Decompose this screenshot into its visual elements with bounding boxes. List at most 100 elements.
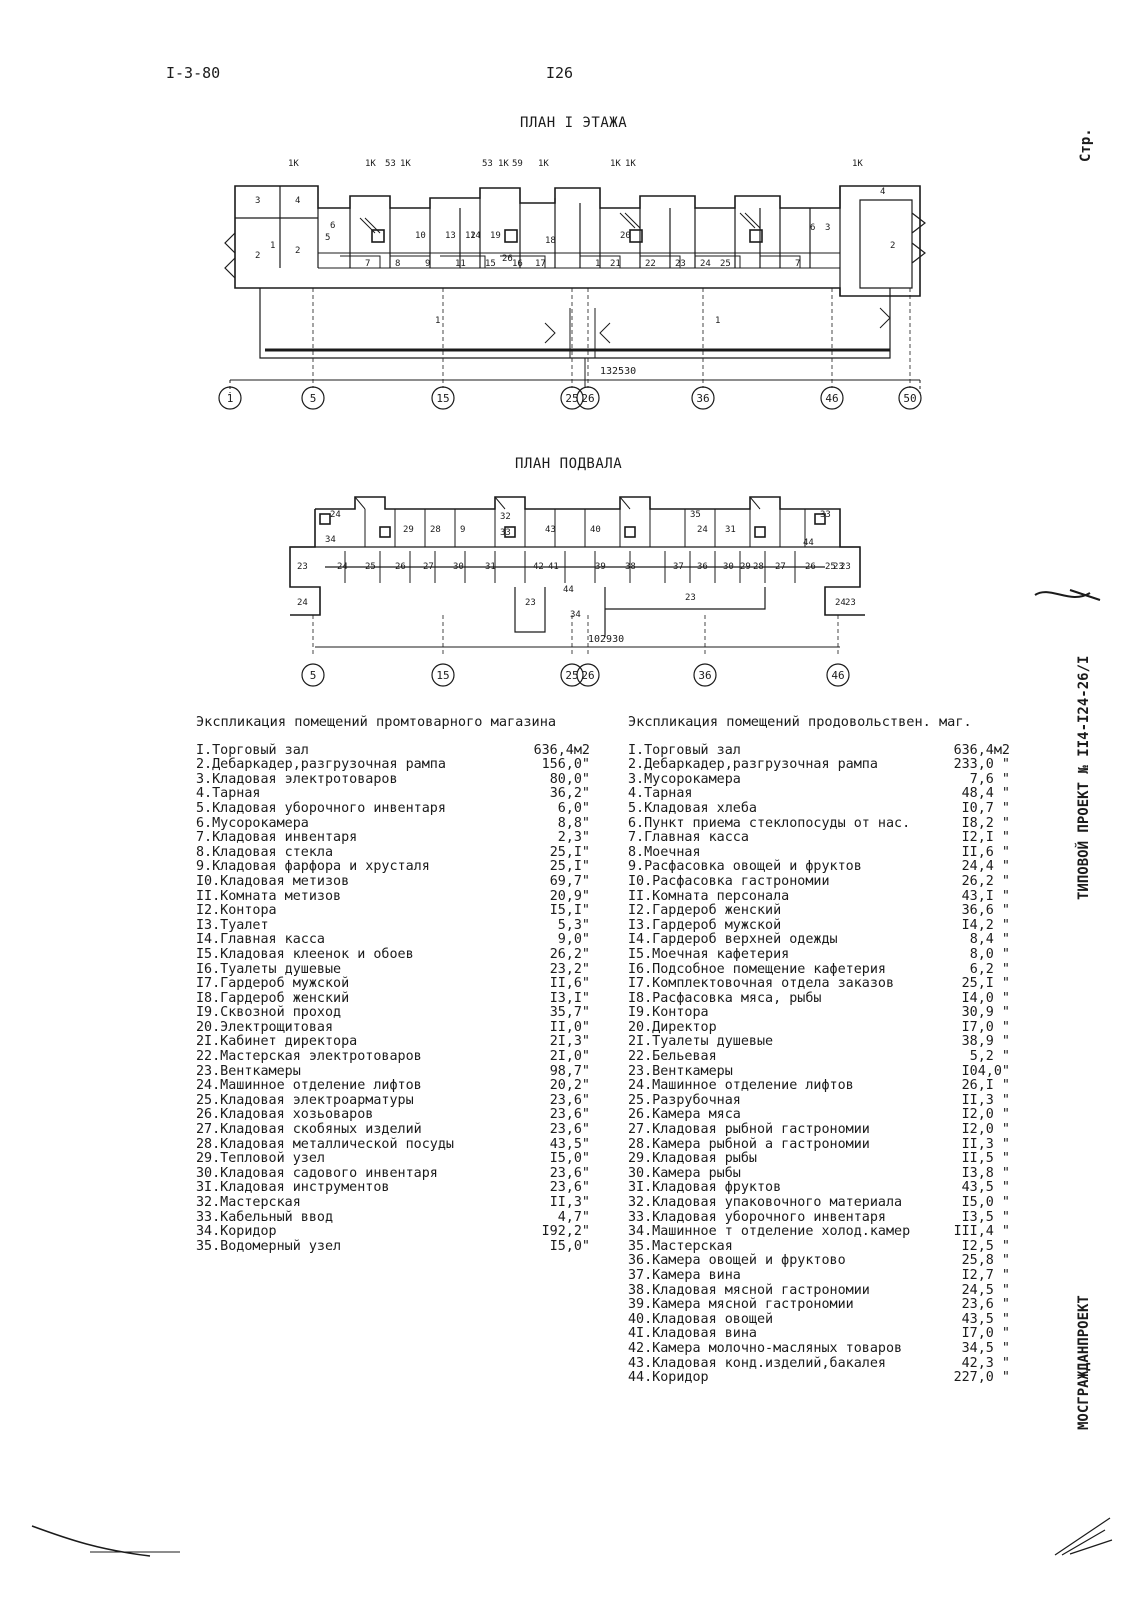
- top-mark: 1К: [400, 159, 411, 169]
- room-area: I3,I": [549, 990, 590, 1006]
- room-name: 23.Венткамеры: [628, 1063, 733, 1079]
- room-area: 23,6": [549, 1180, 590, 1196]
- room-name: 24.Машинное отделение лифтов: [196, 1078, 422, 1094]
- room-name: 36.Камера овощей и фруктово: [628, 1253, 846, 1269]
- room-name: II.Комната метизов: [196, 888, 342, 904]
- room-number: 5: [325, 233, 330, 243]
- table-food-caption: Экспликация помещений продовольствен. ма…: [628, 714, 972, 730]
- room-area: 9,0": [557, 932, 590, 948]
- room-number: 36: [697, 562, 708, 572]
- room-area: II,3": [549, 1195, 590, 1210]
- room-name: 29.Тепловой узел: [196, 1151, 325, 1167]
- plan2-axis-label: 15: [436, 669, 449, 682]
- room-name: I6.Туалеты душевые: [196, 961, 342, 977]
- room-number: 43: [545, 525, 556, 535]
- room-name: 20.Директор: [628, 1019, 717, 1035]
- room-area: I5,0": [549, 1238, 590, 1254]
- room-number: 2: [890, 241, 895, 251]
- top-mark: 1К: [288, 159, 299, 169]
- room-name: 32.Мастерская: [196, 1195, 301, 1210]
- room-name: I4.Главная касса: [196, 932, 325, 948]
- room-name: I8.Гардероб женский: [196, 990, 350, 1006]
- top-mark: 53: [385, 159, 396, 169]
- room-number: 20: [620, 231, 631, 241]
- plan-first-floor-title: ПЛАН I ЭТАЖА: [520, 115, 628, 131]
- room-area: 23,6": [549, 1107, 590, 1123]
- room-name: 23.Венткамеры: [196, 1063, 301, 1079]
- plan2-axis-label: 5: [310, 669, 317, 682]
- doc-code: I-3-80: [166, 64, 221, 82]
- scan-mark-left: [30, 1520, 190, 1560]
- room-number: 19: [490, 231, 501, 241]
- room-number: 13: [445, 231, 456, 241]
- table-industrial: Экспликация помещений промтоварного мага…: [196, 715, 590, 1254]
- room-name: 30.Кладовая садового инвентаря: [196, 1165, 438, 1181]
- room-number: 23: [297, 562, 308, 572]
- room-name: 26.Камера мяса: [628, 1107, 741, 1123]
- room-number: 7: [795, 259, 800, 269]
- room-area: 24,5 ": [961, 1282, 1010, 1298]
- scan-mark-right: [1050, 1510, 1120, 1560]
- room-number: 34: [570, 610, 581, 620]
- room-area: I7,0 ": [961, 1326, 1010, 1342]
- room-name: 8.Моечная: [628, 844, 701, 860]
- table-row: 23.Венткамеры I04,0": [628, 1063, 1010, 1080]
- room-number: 33: [820, 510, 831, 520]
- room-number: 24: [337, 562, 348, 572]
- room-area: I7,0 ": [961, 1019, 1010, 1035]
- room-number: 23: [845, 598, 856, 608]
- room-name: 35.Мастерская: [628, 1238, 733, 1254]
- room-name: 8.Кладовая стекла: [196, 844, 334, 860]
- room-number: 24: [835, 598, 846, 608]
- room-number: 14: [470, 231, 481, 241]
- room-area: 30,9 ": [961, 1005, 1010, 1021]
- table-row: 6.Пункт приема стеклопосуды от нас.I8,2 …: [628, 816, 1010, 832]
- room-number: 1: [715, 316, 720, 326]
- room-number: 24: [297, 598, 308, 608]
- room-name: 3.Кладовая электротоваров: [196, 771, 398, 787]
- room-area: 43,5 ": [961, 1180, 1010, 1196]
- table-food: Экспликация помещений продовольствен. ма…: [628, 715, 1010, 1386]
- room-area: 233,0 ": [953, 757, 1010, 773]
- room-area: I0,7 ": [961, 800, 1010, 816]
- room-number: 29: [740, 562, 751, 572]
- plan2-axis-label: 25: [565, 669, 578, 682]
- plan1-axis-label: 50: [903, 392, 916, 405]
- page-number: I26: [546, 64, 574, 82]
- room-name: II.Комната персонала: [628, 888, 790, 904]
- room-number: 9: [460, 525, 465, 535]
- room-area: I04,0": [961, 1063, 1010, 1079]
- room-area: 8,8": [557, 815, 590, 831]
- room-number: 12: [465, 231, 476, 241]
- room-area: 26,I ": [961, 1078, 1010, 1094]
- room-area: 7,6 ": [969, 771, 1010, 787]
- room-name: I0.Кладовая метизов: [196, 873, 350, 889]
